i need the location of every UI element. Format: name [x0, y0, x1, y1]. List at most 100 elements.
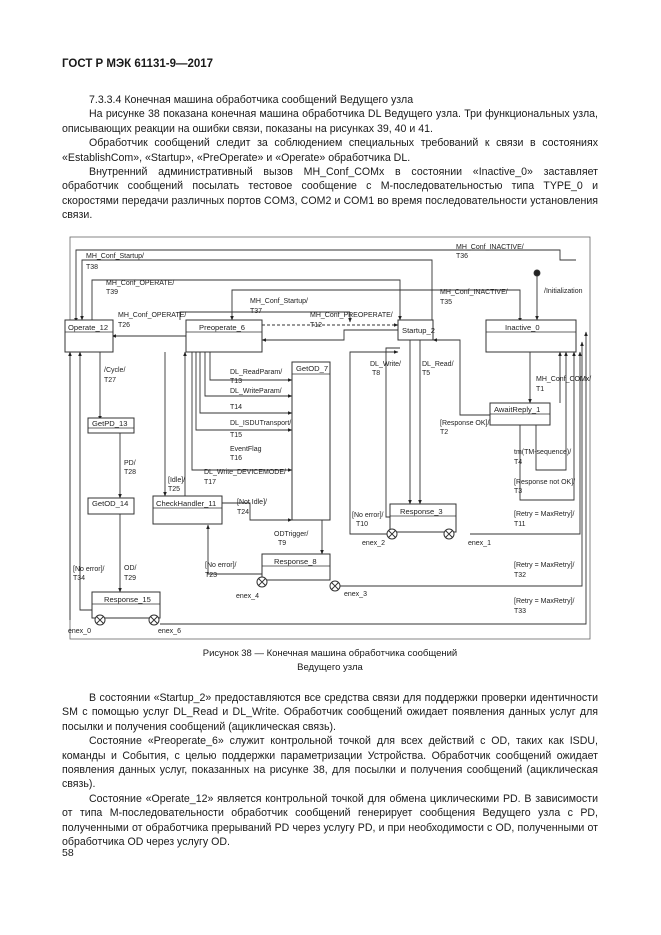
transition-label: [Idle]/ [168, 477, 185, 484]
exit-label: enex_6 [158, 628, 181, 635]
transition-line [191, 352, 293, 472]
transition-label: EventFlag [230, 446, 262, 453]
transition-label: T35 [440, 299, 452, 306]
state-label: Response_15 [104, 595, 151, 604]
transition-label: MH_Conf_INACTIVE/ [456, 244, 524, 251]
transition-label: T16 [230, 455, 242, 462]
transition-label: T34 [73, 575, 85, 582]
transition-label: DL_Read/ [422, 361, 454, 368]
transition-label: T14 [230, 404, 242, 411]
transition-label: T9 [278, 540, 286, 547]
transition-label: /Cycle/ [104, 367, 125, 374]
transition-line [78, 351, 96, 611]
transition-label: MH_Conf_OPERATE/ [106, 280, 174, 287]
transition-label: OD/ [124, 565, 137, 572]
caption-line: Рисунок 38 — Конечная машина обработчика… [202, 648, 458, 659]
transition-label: [No error]/ [73, 566, 105, 573]
transition-label: MH_Conf_COMx/ [536, 376, 591, 383]
transition-line [206, 524, 262, 575]
transition-label: T27 [104, 377, 116, 384]
state-label: GetOD_7 [296, 364, 328, 373]
transition-label: T13 [230, 378, 242, 385]
transition-line [80, 259, 433, 330]
transition-label: DL_Write_DEVICEMODE/ [204, 469, 286, 476]
transition-label: [Retry = MaxRetry]/ [514, 598, 575, 605]
transition-line [349, 350, 399, 535]
transition-label: [Response OK]/ [440, 420, 489, 427]
transition-label: [Not Idle]/ [237, 499, 267, 506]
transition-label: T10 [356, 521, 368, 528]
transition-label: T4 [514, 459, 522, 466]
initial-node [533, 269, 541, 277]
transition-line [230, 289, 521, 321]
transition-line [385, 347, 400, 518]
transition-line [204, 352, 293, 398]
transition-label: T24 [237, 509, 249, 516]
state-inactive-box [485, 319, 577, 353]
transition-line [209, 352, 293, 382]
transition-label: T28 [124, 469, 136, 476]
exit-label: enex_3 [344, 591, 367, 598]
transition-line [195, 352, 293, 432]
transition-line [179, 311, 350, 320]
transition-label: MH_Conf_OPERATE/ [118, 312, 186, 319]
state-response8-box [261, 553, 331, 581]
transition-label: [Retry = MaxRetry]/ [514, 511, 575, 518]
intro-text: 7.3.3.4 Конечная машина обработчика сооб… [62, 93, 598, 223]
transition-label: [No error]/ [205, 562, 237, 569]
transition-label: [Response not OK]/ [514, 479, 575, 486]
transition-label: T39 [106, 289, 118, 296]
transition-line [91, 279, 402, 321]
state-label: Response_8 [274, 557, 317, 566]
exit-label: enex_0 [68, 628, 91, 635]
transition-line [261, 329, 400, 342]
state-preoperate-box [185, 319, 263, 353]
transition-label: MH_Conf_PREOPERATE/ [310, 312, 393, 319]
transition-label: DL_WriteParam/ [230, 388, 282, 395]
caption-line: Ведущего узла [297, 662, 363, 673]
transition-label: T11 [514, 521, 526, 528]
transition-label: T8 [372, 370, 380, 377]
state-startup-box [397, 319, 434, 341]
transition-label: T3 [514, 488, 522, 495]
transition-line [160, 331, 588, 625]
transition-label: /Initialization [544, 288, 583, 295]
transition-label: T36 [456, 253, 468, 260]
transition-label: T2 [440, 429, 448, 436]
transition-line [336, 341, 584, 587]
document-header: ГОСТ Р МЭК 61131-9—2017 [62, 58, 214, 70]
transition-label: DL_Write/ [370, 361, 401, 368]
transition-label: T25 [168, 486, 180, 493]
state-label: Preoperate_6 [199, 323, 245, 332]
figure-caption: Рисунок 38 — Конечная машина обработчика… [62, 647, 598, 675]
transition-line [535, 351, 568, 471]
transition-label: MH_Conf_Startup/ [250, 298, 308, 305]
paragraph: Состояние «Operate_12» является контроль… [62, 792, 598, 849]
transition-label: T17 [204, 479, 216, 486]
transition-label: DL_ReadParam/ [230, 369, 282, 376]
transition-label: PD/ [124, 460, 136, 467]
state-label: CheckHandler_11 [156, 499, 216, 508]
exit-label: enex_4 [236, 593, 259, 600]
transition-label: T26 [118, 322, 130, 329]
transition-label: [No error]/ [352, 512, 384, 519]
transition-label: T37 [250, 308, 262, 315]
transition-label: MH_Conf_INACTIVE/ [440, 289, 508, 296]
transition-label: T15 [230, 432, 242, 439]
state-label: Inactive_0 [505, 323, 540, 332]
state-getod14-box [87, 497, 135, 515]
paragraph: Состояние «Preoperate_6» служит контроль… [62, 735, 598, 791]
transition-line [222, 502, 293, 522]
state-label: GetPD_13 [92, 419, 127, 428]
transition-line [75, 249, 576, 320]
page-number: 58 [62, 847, 74, 859]
paragraph: Внутренний административный вызов MH_Con… [62, 166, 598, 222]
state-response15-box [91, 591, 161, 619]
transition-label: T33 [514, 608, 526, 615]
transition-line [470, 351, 582, 535]
transition-label: T38 [86, 264, 98, 271]
state-label: Response_3 [400, 507, 443, 516]
transition-line [432, 338, 490, 416]
